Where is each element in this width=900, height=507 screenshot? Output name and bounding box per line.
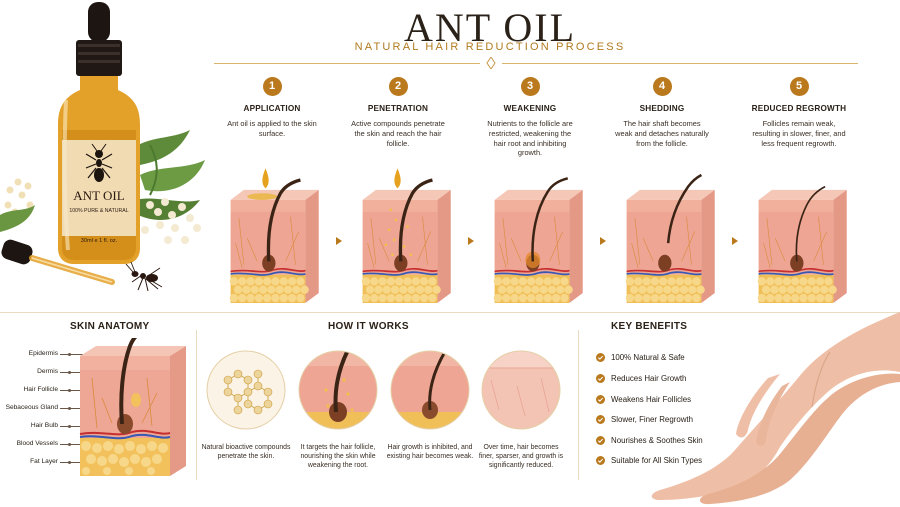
skin-anatomy-diagram (79, 338, 186, 476)
anatomy-label: Hair Bulb (30, 422, 58, 429)
how-it-works-illustration-3 (390, 350, 470, 430)
step-description: Active compounds penetrate the skin and … (351, 119, 445, 148)
benefit-item: Reduces Hair Growth (596, 372, 686, 384)
step-title: PENETRATION (367, 104, 429, 113)
benefit-item: Suitable for All Skin Types (596, 454, 702, 466)
skin-cross-section-3 (478, 160, 596, 308)
benefit-text: Suitable for All Skin Types (611, 455, 703, 465)
legs-illustration (651, 312, 900, 505)
chevron-right-icon (730, 233, 740, 245)
title-rule-right (502, 63, 858, 64)
skin-cross-section-4 (610, 160, 728, 308)
step-title: SHEDDING (639, 104, 685, 113)
process-step-3: 3 WEAKENING Nutrients to the follicle ar… (469, 76, 591, 158)
step-title: WEAKENING (503, 104, 557, 113)
step-description: The hair shaft becomes weak and detaches… (615, 119, 709, 148)
dropper (1, 239, 115, 285)
step-title: APPLICATION (243, 104, 301, 113)
anatomy-label: Sebaceous Gland (5, 404, 58, 411)
step-number-badge: 5 (789, 77, 809, 96)
skin-anatomy-title: SKIN ANATOMY (70, 321, 150, 332)
check-circle-icon (596, 373, 605, 383)
anatomy-leader-dot (68, 407, 71, 410)
foliage (0, 130, 205, 244)
how-it-works-illustration-4 (481, 350, 561, 430)
anatomy-leader-line (60, 354, 96, 355)
anatomy-leader-dot (68, 443, 71, 446)
benefit-text: Weakens Hair Follicles (611, 394, 692, 404)
oil-bottle (58, 2, 140, 264)
step-number-badge: 2 (388, 77, 408, 96)
anatomy-leader-line (60, 462, 90, 463)
benefit-text: Nourishes & Soothes Skin (611, 435, 703, 445)
divider-1 (196, 330, 197, 480)
step-number-badge: 3 (520, 77, 540, 96)
bottle-label-sub: 100% PURE & NATURAL (69, 208, 129, 214)
anatomy-label: Hair Follicle (23, 386, 58, 393)
anatomy-leader-dot (68, 425, 71, 428)
anatomy-label: Dermis (37, 368, 58, 375)
anatomy-leader-line (60, 372, 96, 373)
check-circle-icon (596, 352, 605, 362)
anatomy-leader-dot (68, 353, 71, 356)
ant-icon (125, 261, 163, 292)
how-it-works-description: Hair growth is inhibited, and existing h… (386, 444, 474, 460)
benefit-item: Nourishes & Soothes Skin (596, 434, 703, 446)
key-benefits-title: KEY BENEFITS (611, 321, 688, 332)
anatomy-label: Blood Vessels (16, 440, 58, 447)
anatomy-label: Epidermis (28, 350, 58, 357)
how-it-works-title: HOW IT WORKS (328, 321, 409, 332)
process-step-4: 4 SHEDDING The hair shaft becomes weak a… (601, 76, 723, 148)
process-step-2: 2 PENETRATION Active compounds penetrate… (337, 76, 459, 148)
skin-cross-section-2 (346, 160, 464, 308)
anatomy-leader-dot (68, 371, 71, 374)
how-it-works-description: Natural bioactive compounds penetrate th… (201, 444, 291, 460)
benefit-item: Slower, Finer Regrowth (596, 413, 693, 425)
skin-cross-section-1 (214, 160, 332, 308)
benefit-text: Slower, Finer Regrowth (611, 414, 694, 424)
how-it-works-description: Over time, hair becomes finer, sparser, … (478, 444, 564, 469)
anatomy-label: Fat Layer (30, 458, 58, 465)
bottle-label-main: ANT OIL (73, 188, 125, 203)
check-circle-icon (596, 455, 605, 465)
skin-cross-section-5 (742, 160, 860, 308)
drop-ornament-icon (486, 57, 496, 69)
step-title: REDUCED REGROWTH (751, 104, 847, 113)
divider-2 (578, 330, 579, 480)
how-it-works-description: It targets the hair follicle, nourishing… (300, 444, 376, 469)
chevron-right-icon (334, 233, 344, 245)
chevron-right-icon (598, 233, 608, 245)
process-step-1: 1 APPLICATION Ant oil is applied to the … (211, 76, 333, 139)
page-title: ANT OIL (403, 5, 577, 50)
benefit-item: Weakens Hair Follicles (596, 393, 691, 405)
title-rule-left (214, 63, 480, 64)
benefit-text: 100% Natural & Safe (611, 352, 685, 362)
product-illustration (0, 2, 205, 292)
how-it-works-illustration-1 (206, 350, 286, 430)
step-number-badge: 1 (262, 77, 282, 96)
process-step-5: 5 REDUCED REGROWTH Follicles remain weak… (738, 76, 860, 148)
benefit-item: 100% Natural & Safe (596, 351, 685, 363)
check-circle-icon (596, 435, 605, 445)
step-description: Follicles remain weak, resulting in slow… (752, 119, 846, 148)
step-description: Ant oil is applied to the skin surface. (227, 119, 317, 138)
anatomy-leader-dot (68, 389, 71, 392)
check-circle-icon (596, 394, 605, 404)
section-divider (0, 312, 900, 313)
step-description: Nutrients to the follicle are restricted… (487, 119, 573, 158)
page-subtitle: NATURAL HAIR REDUCTION PROCESS (354, 41, 626, 53)
how-it-works-illustration-2 (298, 350, 378, 430)
benefit-text: Reduces Hair Growth (611, 373, 687, 383)
anatomy-leader-dot (68, 461, 71, 464)
product-visual: ANT OIL 100% PURE & NATURAL 30ml e 1 fl.… (0, 0, 210, 300)
step-number-badge: 4 (652, 77, 672, 96)
check-circle-icon (596, 414, 605, 424)
bottle-volume: 30ml e 1 fl. oz. (80, 238, 118, 244)
chevron-right-icon (466, 233, 476, 245)
ant-emblem-icon (85, 143, 113, 182)
